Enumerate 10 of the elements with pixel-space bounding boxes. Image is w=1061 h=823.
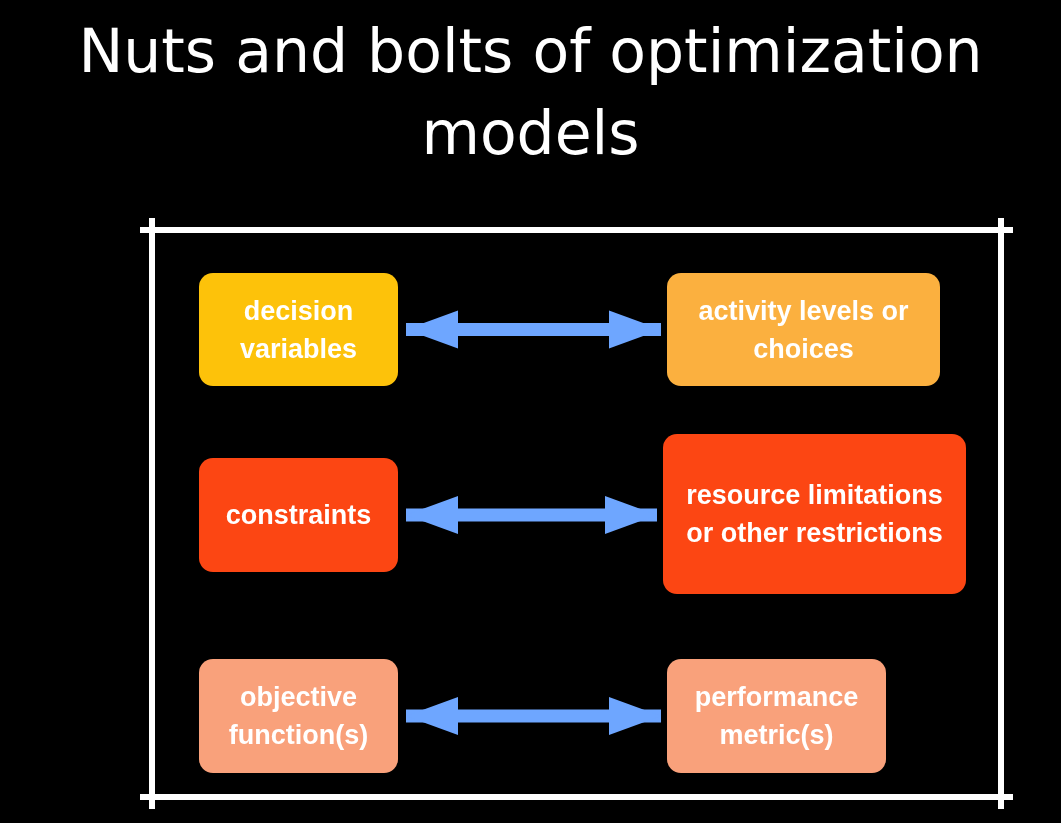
double-arrow	[406, 310, 661, 349]
double-arrow	[406, 496, 657, 534]
slide-title: Nuts and bolts of optimization models	[77, 15, 984, 170]
concept-box: constraints	[199, 458, 398, 572]
concept-box: decision variables	[199, 273, 398, 386]
concept-box: performance metric(s)	[667, 659, 886, 773]
concept-box: objective function(s)	[199, 659, 398, 773]
double-arrow	[406, 697, 661, 735]
concept-box: activity levels or choices	[667, 273, 940, 386]
concept-box: resource limitations or other restrictions	[663, 434, 966, 594]
